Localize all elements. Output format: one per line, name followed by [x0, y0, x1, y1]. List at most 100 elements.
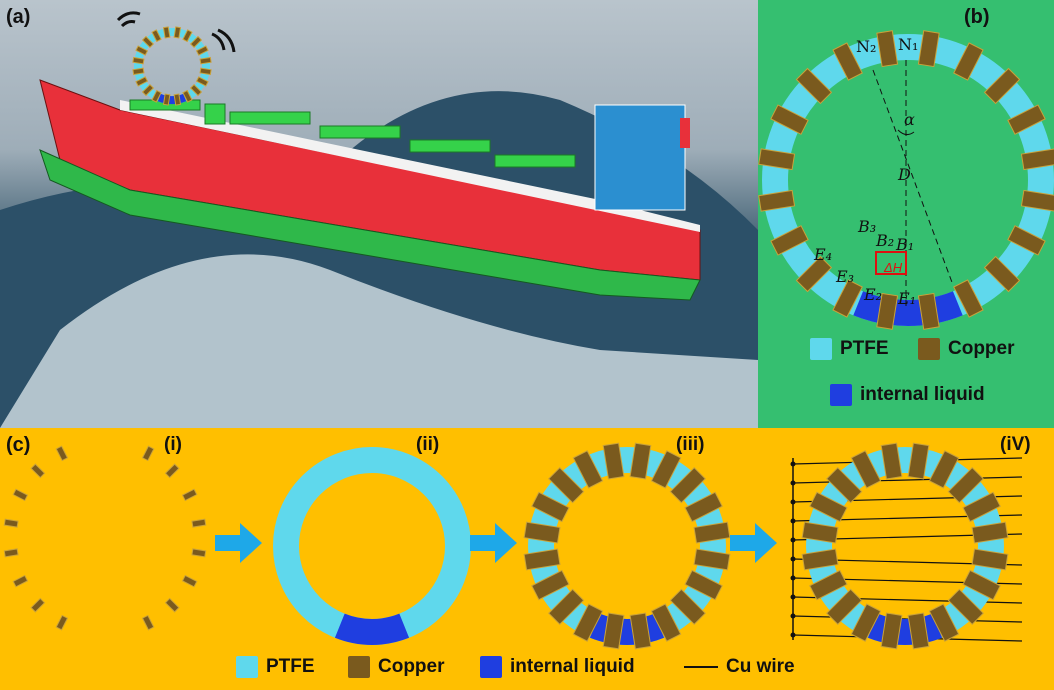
- copper-band: [173, 26, 182, 39]
- arrows: [215, 523, 777, 563]
- copper-band: [141, 35, 155, 49]
- copper-band: [162, 93, 171, 106]
- copper-band: [758, 189, 796, 212]
- legend-ptfe-label: PTFE: [840, 338, 889, 359]
- copper-band: [850, 603, 882, 642]
- copper-band: [135, 76, 149, 87]
- copper-band: [669, 467, 706, 504]
- alpha-arc: [897, 129, 915, 136]
- arrow-icon: [215, 523, 262, 563]
- copper-band: [953, 279, 984, 318]
- copper-band: [629, 612, 652, 650]
- copper-band: [684, 569, 723, 601]
- copper-band: [602, 442, 625, 480]
- copper-band: [548, 588, 585, 625]
- copper-band: [164, 463, 180, 479]
- copper-band: [3, 518, 19, 528]
- legend-copper: Copper: [918, 338, 1015, 360]
- copper-band: [917, 30, 940, 68]
- copper-bands-step-i: [3, 445, 207, 631]
- copper-band: [141, 445, 155, 462]
- legend-copper: Copper: [348, 656, 445, 678]
- copper-band: [191, 518, 207, 528]
- ptfe-swatch-icon: [810, 338, 832, 360]
- copper-band: [602, 612, 625, 650]
- copper-band: [917, 292, 940, 330]
- copper-band: [1020, 148, 1054, 171]
- ptfe-swatch-icon: [236, 656, 258, 678]
- copper-band: [801, 521, 839, 544]
- copper-band: [880, 612, 903, 650]
- copper-band: [758, 148, 796, 171]
- copper-band: [770, 225, 809, 256]
- copper-band: [1007, 104, 1046, 135]
- copper-band: [173, 93, 182, 106]
- copper-band: [795, 67, 833, 105]
- legend-liquid: internal liquid: [480, 656, 635, 678]
- step-iii-label: (iii): [676, 434, 705, 455]
- copper-band: [523, 548, 561, 571]
- copper-band: [693, 548, 731, 571]
- panel-b-label: (b): [964, 6, 990, 28]
- funnel: [680, 118, 690, 148]
- copper-band: [151, 29, 162, 43]
- copper-band: [650, 603, 682, 642]
- d-label: D: [897, 165, 911, 184]
- copper-band: [531, 569, 570, 601]
- internal-liquid: [589, 613, 665, 645]
- copper-band: [199, 56, 212, 65]
- copper-band: [55, 445, 69, 462]
- step-ii-label: (ii): [416, 434, 440, 455]
- copper-band: [983, 67, 1021, 105]
- copper-band: [3, 548, 19, 558]
- legend-wire-label: Cu wire: [726, 656, 795, 677]
- wire-terminal: [790, 575, 796, 581]
- copper-band: [30, 463, 46, 479]
- sensor-ring: [758, 30, 1054, 330]
- legend-liquid: internal liquid: [830, 384, 985, 406]
- copper-band: [876, 292, 899, 330]
- copper-band: [971, 521, 1009, 544]
- step-iv-label: (iV): [1000, 434, 1031, 455]
- deck: [120, 100, 700, 232]
- wire-terminal: [790, 556, 796, 562]
- copper-band: [572, 450, 604, 489]
- copper-band: [572, 603, 604, 642]
- wire-terminal: [790, 537, 796, 543]
- copper-band: [832, 279, 863, 318]
- copper-band: [907, 612, 930, 650]
- wire-swatch-icon: [684, 666, 718, 668]
- panel-b-ring-geometry: N₂ N₁ α D B₃ B₂ B₁ E₄ E₃ E₂ E₁ ΔH (b) PT…: [758, 0, 1054, 428]
- copper-band: [189, 35, 203, 49]
- internal-liquid: [157, 93, 187, 104]
- alpha-label: α: [904, 110, 915, 129]
- wire-terminal: [790, 613, 796, 619]
- panel-a-label: (a): [6, 6, 31, 28]
- sensor-ring-icon: [132, 26, 212, 106]
- wire-terminal: [790, 594, 796, 600]
- copper-band: [795, 255, 833, 293]
- legend-liquid-label: internal liquid: [860, 384, 985, 405]
- copper-band: [880, 442, 903, 480]
- wire-terminal: [790, 518, 796, 524]
- copper-band: [876, 30, 899, 68]
- n1-label: N₁: [898, 35, 918, 54]
- copper-band: [962, 491, 1001, 523]
- legend-ptfe: PTFE: [810, 338, 889, 360]
- copper-band: [928, 603, 960, 642]
- copper-band: [832, 42, 863, 81]
- copper-band: [523, 521, 561, 544]
- copper-band: [826, 588, 863, 625]
- copper-band: [199, 67, 212, 76]
- wire-terminal: [790, 632, 796, 638]
- panel-a-ship-in-waves: (a): [0, 0, 758, 428]
- copper-band: [164, 597, 180, 613]
- ship-illustration: [0, 11, 758, 428]
- wire-terminal: [790, 461, 796, 467]
- copper-band: [1020, 189, 1054, 212]
- copper-band: [669, 588, 706, 625]
- copper-band: [182, 29, 193, 43]
- wireless-signal-icon: [211, 28, 236, 53]
- step-i-label: (i): [164, 434, 182, 455]
- b3-label: B₃: [857, 217, 876, 236]
